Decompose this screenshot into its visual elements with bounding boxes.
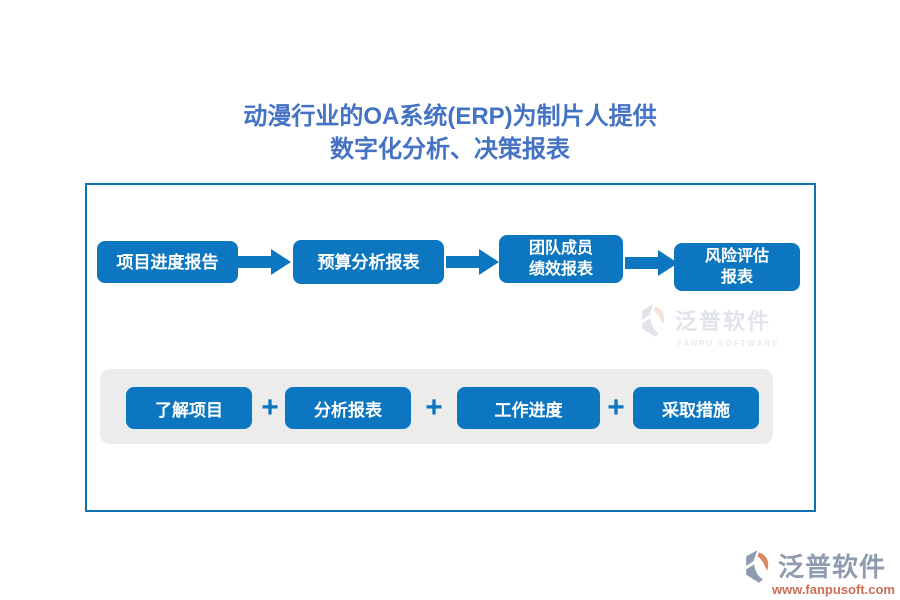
flow-step-label-line2: 绩效报表	[528, 261, 593, 278]
watermark-brand-text: 泛普软件	[675, 309, 772, 334]
footer-logo: 泛普软件 www.fanpusoft.com	[743, 547, 895, 597]
action-button-work-progress: 工作进度	[457, 387, 600, 429]
plus-icon: +	[607, 391, 625, 424]
action-panel: 了解项目 + 分析报表 + 工作进度 + 采取措施	[100, 369, 773, 444]
arrow-right-icon	[446, 249, 499, 275]
flow-step-project-progress-report: 项目进度报告	[97, 241, 238, 283]
watermark-subtitle: FANPU SOFTWARE	[677, 339, 780, 348]
page-title-line2: 数字化分析、决策报表	[330, 136, 570, 163]
action-button-label: 工作进度	[494, 400, 563, 420]
action-button-understand-project: 了解项目	[126, 387, 252, 429]
flow-step-label: 风险评估	[704, 248, 769, 265]
flow-step-label: 项目进度报告	[116, 252, 219, 272]
watermark-logo: 泛普软件 FANPU SOFTWARE	[639, 302, 780, 348]
flow-step-budget-analysis-report: 预算分析报表	[293, 240, 444, 284]
action-button-label: 分析报表	[314, 400, 382, 420]
arrow-right-icon	[625, 250, 678, 276]
action-button-label: 采取措施	[662, 400, 730, 420]
fanpu-logo-icon	[642, 304, 665, 337]
flow-step-risk-assessment-report: 风险评估 报表	[674, 243, 800, 291]
page-title-line1: 动漫行业的OA系统(ERP)为制片人提供	[243, 103, 657, 130]
arrow-right-icon	[238, 249, 291, 275]
flow-step-team-performance-report: 团队成员 绩效报表	[499, 235, 623, 283]
fanpu-logo-icon	[746, 549, 769, 583]
action-button-label: 了解项目	[155, 400, 223, 420]
action-button-take-measures: 采取措施	[633, 387, 759, 429]
flow-step-label: 团队成员	[528, 240, 593, 257]
footer-brand-text: 泛普软件	[778, 552, 887, 582]
page-title: 动漫行业的OA系统(ERP)为制片人提供 数字化分析、决策报表	[0, 100, 900, 166]
plus-icon: +	[261, 391, 279, 424]
action-button-analyze-reports: 分析报表	[285, 387, 411, 429]
diagram-frame: 项目进度报告 预算分析报表 团队成员 绩效报表 风险评估 报表 泛普软件 FAN…	[85, 183, 816, 512]
footer-website-url[interactable]: www.fanpusoft.com	[771, 582, 895, 597]
plus-icon: +	[425, 391, 443, 424]
flow-step-label-line2: 报表	[720, 269, 753, 286]
flow-step-label: 预算分析报表	[317, 252, 420, 272]
